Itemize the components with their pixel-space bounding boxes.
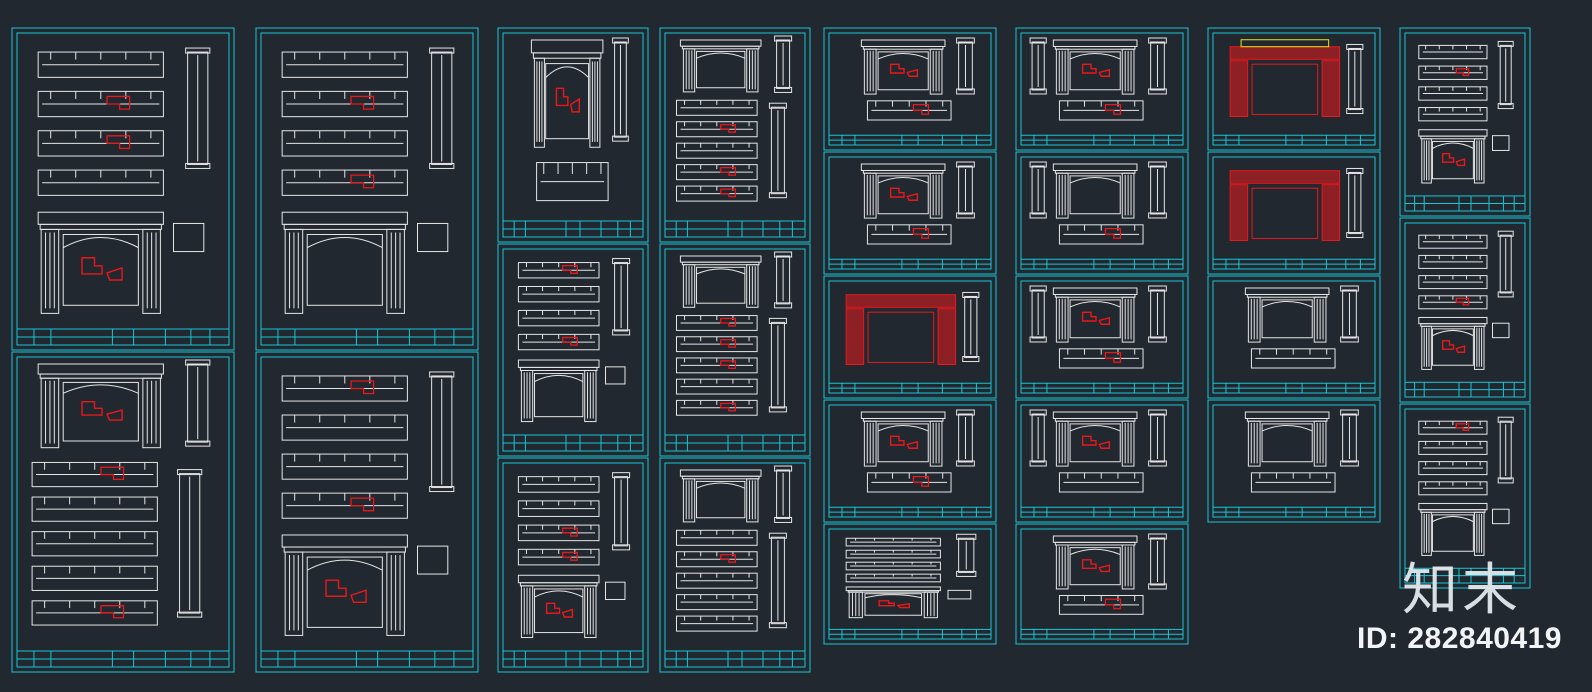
drawing-sheet (1207, 27, 1381, 151)
drawing-sheet (1015, 399, 1189, 523)
brand-watermark: 知末 (1402, 558, 1522, 623)
drawing-sheet (1207, 275, 1381, 399)
id-label: ID: 282840419 (1357, 622, 1562, 655)
drawing-sheet (1015, 151, 1189, 275)
drawing-sheet (497, 457, 649, 673)
drawing-sheet (659, 243, 811, 457)
drawing-sheet (1015, 27, 1189, 151)
drawing-sheet (659, 457, 811, 673)
drawing-sheet (255, 351, 479, 673)
drawing-sheet (255, 27, 479, 351)
drawing-sheet (1015, 523, 1189, 645)
drawing-sheet (11, 351, 235, 673)
drawing-sheet (823, 399, 997, 523)
drawing-sheet (1207, 151, 1381, 275)
drawing-sheet (823, 523, 997, 645)
drawing-sheet (11, 27, 235, 351)
drawing-sheet (1399, 27, 1531, 217)
drawing-sheet (823, 151, 997, 275)
drawing-sheet (497, 27, 649, 243)
drawing-sheet (497, 243, 649, 457)
drawing-sheet (659, 27, 811, 243)
drawing-sheet (823, 275, 997, 399)
drawing-sheet (823, 27, 997, 151)
drawing-sheet (1207, 399, 1381, 523)
drawing-sheet (1399, 403, 1531, 589)
drawing-sheet (1015, 275, 1189, 399)
drawing-sheet (1399, 217, 1531, 403)
